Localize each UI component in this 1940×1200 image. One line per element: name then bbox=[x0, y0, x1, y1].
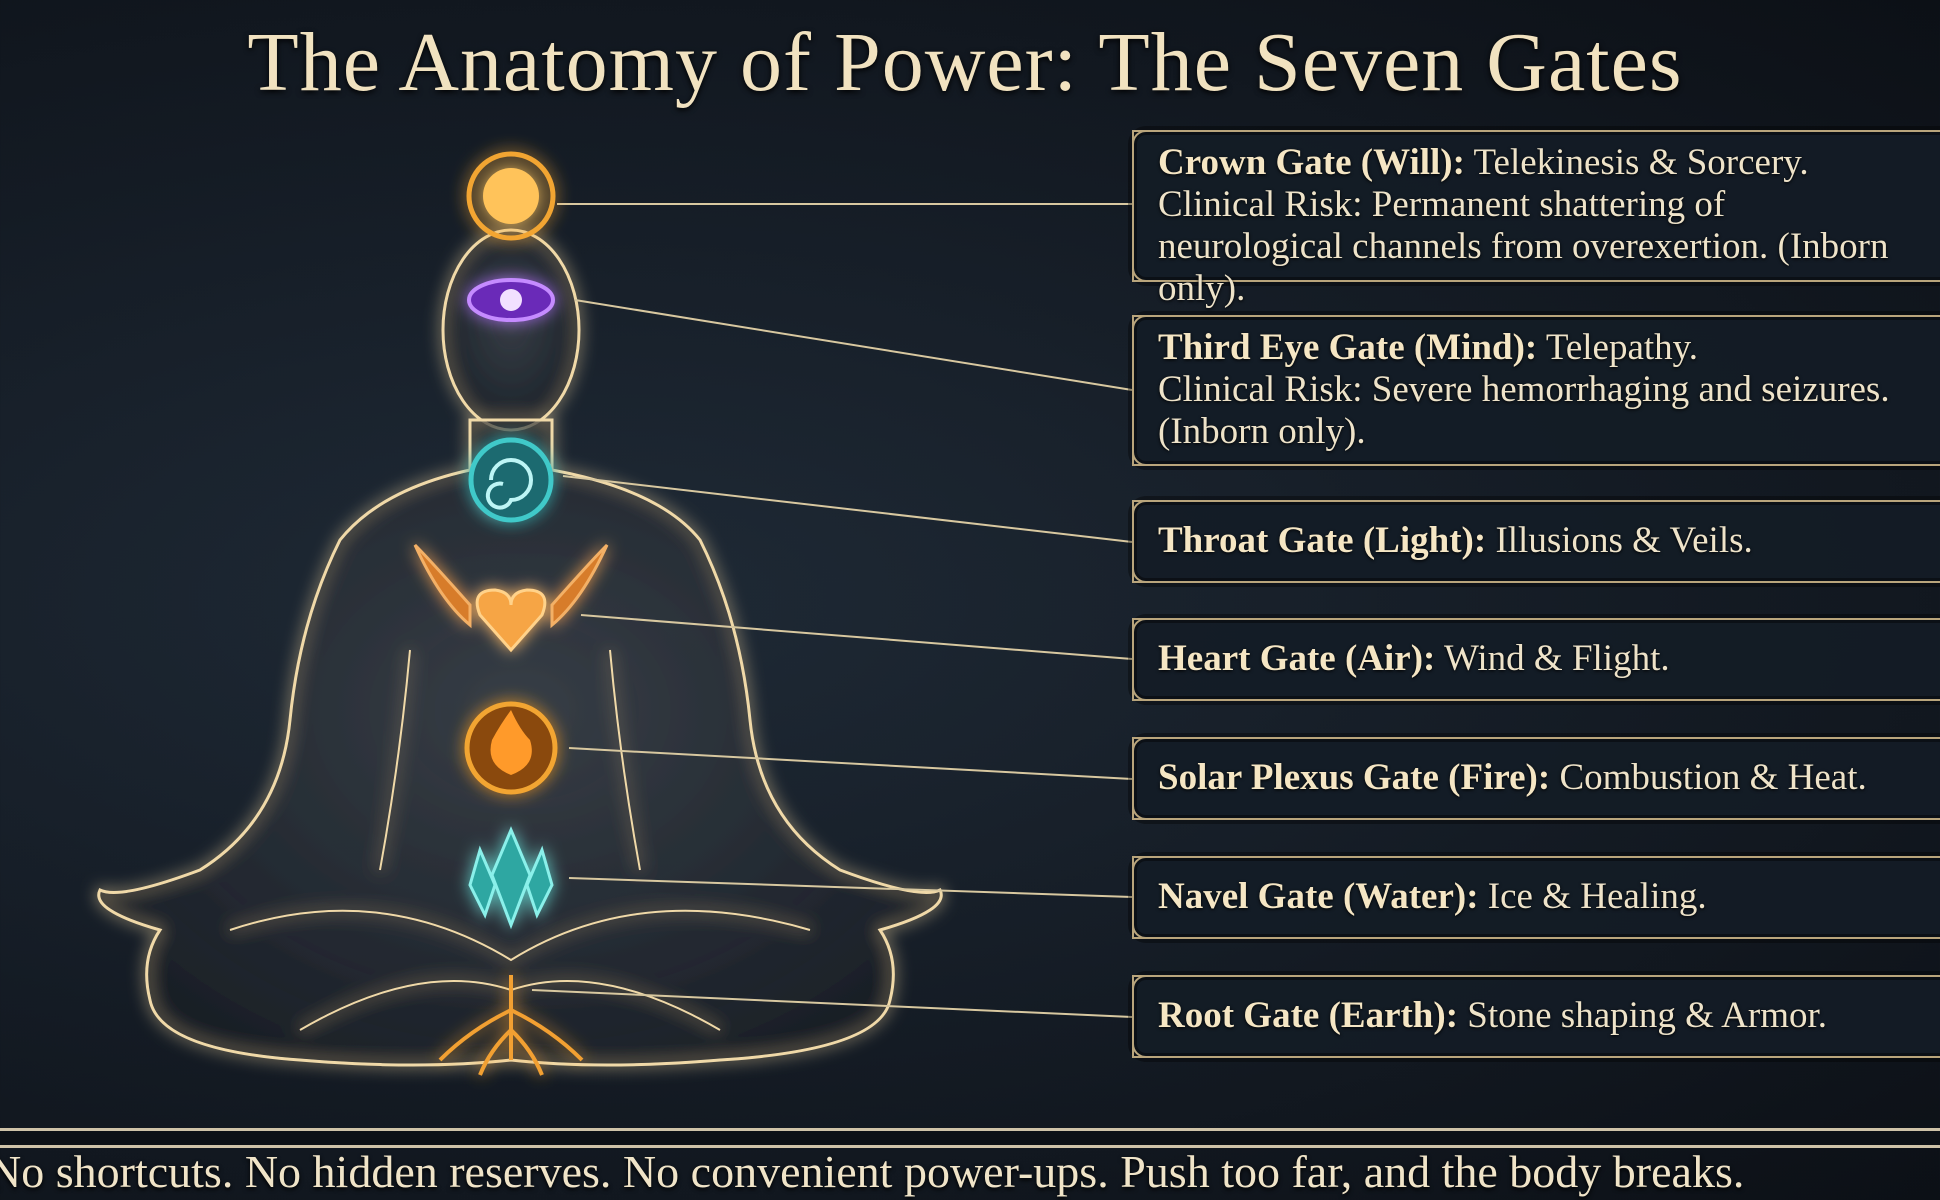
gate-name: Root Gate (Earth): bbox=[1158, 995, 1459, 1036]
gate-power: Wind & Flight. bbox=[1443, 638, 1670, 679]
gate-name: Heart Gate (Air): bbox=[1158, 638, 1436, 679]
crystal-icon bbox=[468, 826, 554, 930]
leader-line-third-eye bbox=[574, 299, 1133, 391]
gate-name: Throat Gate (Light): bbox=[1158, 520, 1487, 561]
gate-name: Solar Plexus Gate (Fire): bbox=[1158, 757, 1551, 798]
gate-name: Crown Gate (Will): bbox=[1158, 142, 1465, 183]
gate-name: Third Eye Gate (Mind): bbox=[1158, 327, 1538, 368]
gate-risk: Clinical Risk: Severe hemorrhaging and s… bbox=[1158, 369, 1890, 452]
corner-ornament bbox=[1132, 266, 1148, 282]
footer-tagline: No shortcuts. No hidden reserves. No con… bbox=[0, 1146, 1745, 1197]
gate-card-crown: Crown Gate (Will): Telekinesis & Sorcery… bbox=[1132, 130, 1940, 309]
gate-name: Navel Gate (Water): bbox=[1158, 876, 1479, 917]
corner-ornament bbox=[1132, 567, 1148, 583]
gate-risk: Clinical Risk: Permanent shattering of n… bbox=[1158, 184, 1889, 309]
corner-ornament bbox=[1132, 500, 1148, 516]
corner-ornament bbox=[1132, 685, 1148, 701]
sun-crown-icon bbox=[466, 151, 556, 241]
leader-line-navel bbox=[568, 877, 1133, 898]
corner-ornament bbox=[1132, 856, 1148, 872]
eye-icon bbox=[467, 278, 555, 322]
corner-ornament bbox=[1132, 130, 1148, 146]
gate-card-navel: Navel Gate (Water): Ice & Healing. bbox=[1132, 856, 1940, 939]
winged-heart-icon bbox=[413, 543, 609, 653]
leader-line-heart bbox=[580, 614, 1133, 660]
gate-power: Telepathy. bbox=[1545, 327, 1699, 368]
gate-power: Ice & Healing. bbox=[1487, 876, 1707, 917]
roots-icon bbox=[438, 975, 584, 1076]
gate-card-throat: Throat Gate (Light): Illusions & Veils. bbox=[1132, 500, 1940, 583]
footer-divider bbox=[0, 1128, 1940, 1148]
spiral-icon bbox=[468, 437, 554, 523]
corner-ornament bbox=[1132, 804, 1148, 820]
corner-ornament bbox=[1132, 1042, 1148, 1058]
corner-ornament bbox=[1132, 618, 1148, 634]
gate-card-solar-plexus: Solar Plexus Gate (Fire): Combustion & H… bbox=[1132, 737, 1940, 820]
corner-ornament bbox=[1132, 737, 1148, 753]
gate-power: Telekinesis & Sorcery. bbox=[1473, 142, 1809, 183]
leader-line-root bbox=[531, 989, 1133, 1018]
flame-icon bbox=[464, 701, 558, 795]
leader-line-throat bbox=[562, 475, 1133, 543]
page-title: The Anatomy of Power: The Seven Gates bbox=[247, 16, 1683, 109]
gate-power: Stone shaping & Armor. bbox=[1467, 995, 1828, 1036]
body-silhouette bbox=[97, 228, 943, 1067]
gate-card-third-eye: Third Eye Gate (Mind): Telepathy. Clinic… bbox=[1132, 315, 1940, 466]
corner-ornament bbox=[1132, 975, 1148, 991]
gate-power: Combustion & Heat. bbox=[1559, 757, 1867, 798]
corner-ornament bbox=[1132, 450, 1148, 466]
leader-line-solar bbox=[568, 747, 1133, 780]
corner-ornament bbox=[1132, 315, 1148, 331]
gate-card-heart: Heart Gate (Air): Wind & Flight. bbox=[1132, 618, 1940, 701]
gate-card-root: Root Gate (Earth): Stone shaping & Armor… bbox=[1132, 975, 1940, 1058]
gate-power: Illusions & Veils. bbox=[1495, 520, 1753, 561]
leader-lines bbox=[531, 203, 1133, 1018]
corner-ornament bbox=[1132, 923, 1148, 939]
